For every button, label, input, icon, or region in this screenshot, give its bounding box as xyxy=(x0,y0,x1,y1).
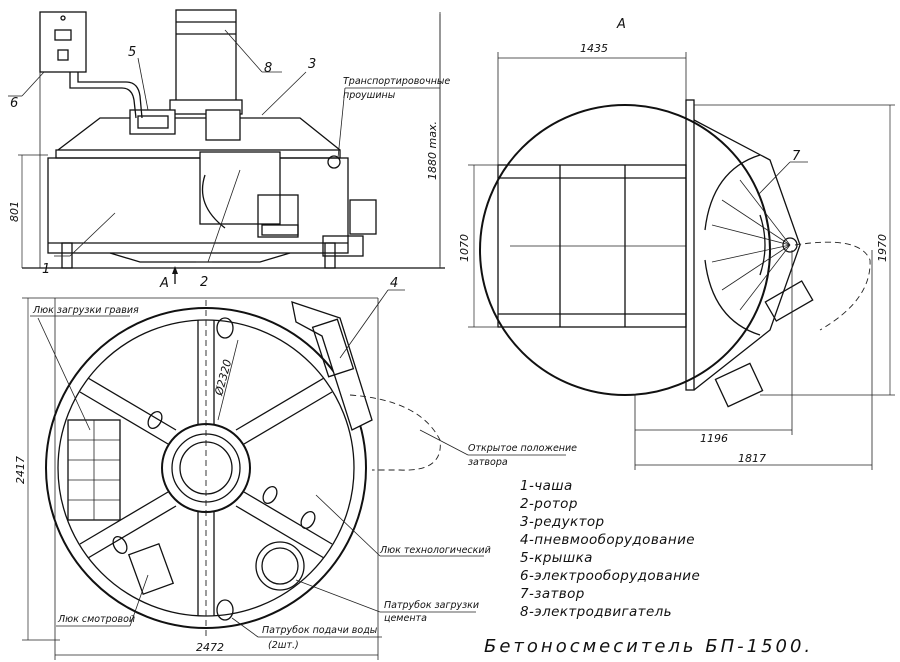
plan-view: 2417 2472 Ø2320 4 xyxy=(14,276,441,660)
legend-item-7: 7-затвор xyxy=(520,586,585,602)
legend-item-5: 5-крышка xyxy=(520,550,593,566)
side-view: 1880 max. 801 xyxy=(8,9,445,284)
view-a: А 1435 1070 xyxy=(458,17,895,470)
callout-4: 4 xyxy=(390,276,398,291)
legend-item-8: 8-электродвигатель xyxy=(520,604,672,620)
cement-pipe-label-2: цемента xyxy=(384,613,427,624)
dimension-1435: 1435 xyxy=(580,42,608,55)
dimension-1196: 1196 xyxy=(700,432,728,445)
inspection-hatch-label: Люк смотровой xyxy=(57,614,135,625)
legend-item-4: 4-пневмооборудование xyxy=(520,532,695,548)
cement-pipe-label-1: Патрубок загрузки xyxy=(384,600,479,611)
legend-item-2: 2-ротор xyxy=(520,496,578,512)
section-marker-a: А xyxy=(159,276,169,291)
callout-3: 3 xyxy=(308,57,316,72)
plan-view-annotations: Люк загрузки гравия Открытое положение з… xyxy=(30,305,577,651)
open-gate-label-2: затвора xyxy=(468,457,508,468)
transport-lugs-label-2: проушины xyxy=(343,90,396,101)
dimension-801: 801 xyxy=(8,201,21,222)
dimension-1070: 1070 xyxy=(458,234,471,262)
transport-lugs-label-1: Транспортировочные xyxy=(343,76,450,87)
water-pipe-label-2: (2шт.) xyxy=(268,640,299,651)
legend-item-3: 3-редуктор xyxy=(520,514,605,530)
legend: 1-чаша 2-ротор 3-редуктор 4-пневмооборуд… xyxy=(520,478,700,620)
callout-5: 5 xyxy=(128,45,136,60)
view-marker-a: А xyxy=(616,17,626,32)
legend-item-6: 6-электрооборудование xyxy=(520,568,700,584)
open-gate-label-1: Открытое положение xyxy=(468,443,577,454)
dimension-2417: 2417 xyxy=(14,456,27,484)
dimension-1970: 1970 xyxy=(876,234,889,262)
dimension-1880: 1880 max. xyxy=(426,121,439,180)
callout-6: 6 xyxy=(10,96,18,111)
dimension-2472: 2472 xyxy=(196,641,224,654)
callout-8: 8 xyxy=(264,61,272,76)
tech-hatch-label: Люк технологический xyxy=(379,545,491,556)
side-view-callouts: 1 2 3 5 6 8 А Транспортировочные проушин… xyxy=(8,29,450,291)
water-pipe-label-1: Патрубок подачи воды xyxy=(262,625,378,636)
dimension-1817: 1817 xyxy=(738,452,766,465)
callout-1: 1 xyxy=(42,262,50,277)
callout-2: 2 xyxy=(200,275,208,290)
callout-7: 7 xyxy=(792,149,801,164)
legend-item-1: 1-чаша xyxy=(520,478,573,494)
gravel-hatch-label: Люк загрузки гравия xyxy=(32,305,139,316)
diameter-2320: Ø2320 xyxy=(212,358,234,398)
drawing-title: Бетоносмеситель БП-1500. xyxy=(484,636,813,657)
